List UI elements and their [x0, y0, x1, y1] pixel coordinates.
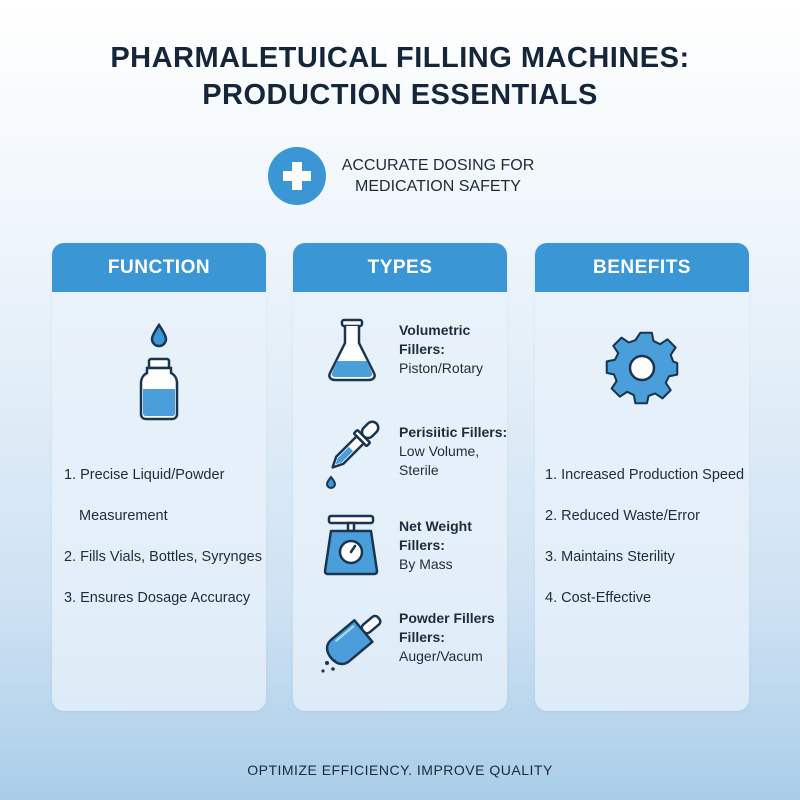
list-item: 2. Fills Vials, Bottles, Syrynges	[64, 549, 262, 565]
benefits-card-heading: BENEFITS	[535, 243, 749, 292]
function-item-1-line1: 1. Precise Liquid/Powder	[64, 467, 225, 483]
function-card: FUNCTION 1. Precise Liquid/Powder Measur…	[52, 243, 266, 711]
vial-drop-icon	[134, 322, 184, 428]
list-item: 3. Ensures Dosage Accuracy	[64, 590, 251, 606]
tagline: ACCURATE DOSING FOR MEDICATION SAFETY	[268, 147, 538, 205]
page-title-line1: PHARMALETUICAL FILLING MACHINES:	[110, 42, 690, 74]
list-item: 1. Increased Production Speed	[545, 467, 745, 483]
function-card-heading: FUNCTION	[52, 243, 266, 292]
gear-icon	[601, 327, 683, 414]
type-name: Volumetric Fillers:	[399, 322, 471, 357]
type-item-net-weight: Net Weight Fillers: By Mass	[317, 513, 507, 593]
scoop-icon	[319, 605, 389, 682]
flask-icon	[325, 317, 379, 388]
list-item: 1. Precise Liquid/Powder Measurement	[64, 465, 264, 526]
type-item-peristaltic: Perisiitic Fillers: Low Volume, Sterile	[317, 419, 507, 499]
page-title-line2: PRODUCTION ESSENTIALS	[202, 79, 598, 111]
dropper-icon	[321, 419, 381, 496]
types-card: TYPES Volumetric Fillers: Piston/Rotary	[293, 243, 507, 711]
type-text: Powder Fillers Fillers: Auger/Vacum	[399, 609, 507, 666]
type-detail: Auger/Vacum	[399, 648, 483, 664]
type-detail: By Mass	[399, 556, 453, 572]
page-title: PHARMALETUICAL FILLING MACHINES: PRODUCT…	[0, 40, 800, 114]
list-item: 2. Reduced Waste/Error	[545, 508, 700, 524]
type-name: Perisiitic Fillers:	[399, 424, 507, 440]
benefits-card: BENEFITS 1. Increased Production Speed 2…	[535, 243, 749, 711]
list-item: 4. Cost-Effective	[545, 590, 652, 606]
type-name: Powder Fillers Fillers:	[399, 610, 495, 645]
footer-slogan: OPTIMIZE EFFICIENCY. IMPROVE QUALITY	[247, 762, 553, 778]
type-text: Net Weight Fillers: By Mass	[399, 517, 507, 574]
types-card-heading: TYPES	[293, 243, 507, 292]
type-text: Perisiitic Fillers: Low Volume, Sterile	[399, 423, 507, 480]
type-item-volumetric: Volumetric Fillers: Piston/Rotary	[317, 317, 507, 397]
type-item-powder: Powder Fillers Fillers: Auger/Vacum	[317, 605, 507, 685]
type-detail: Low Volume, Sterile	[399, 443, 480, 478]
list-item: 3. Maintains Sterility	[545, 549, 675, 565]
benefits-list: 1. Increased Production Speed 2. Reduced…	[545, 465, 745, 608]
type-text: Volumetric Fillers: Piston/Rotary	[399, 321, 507, 378]
type-detail: Piston/Rotary	[399, 360, 484, 376]
function-item-1-line2: Measurement	[79, 508, 168, 524]
tagline-text: ACCURATE DOSING FOR MEDICATION SAFETY	[338, 155, 538, 197]
type-name: Net Weight Fillers:	[399, 518, 472, 553]
scale-icon	[321, 513, 381, 582]
function-list: 1. Precise Liquid/Powder Measurement 2. …	[64, 465, 264, 608]
tagline-line1: ACCURATE DOSING FOR	[341, 157, 535, 174]
tagline-line2: MEDICATION SAFETY	[355, 178, 521, 195]
medical-plus-icon	[268, 147, 326, 205]
